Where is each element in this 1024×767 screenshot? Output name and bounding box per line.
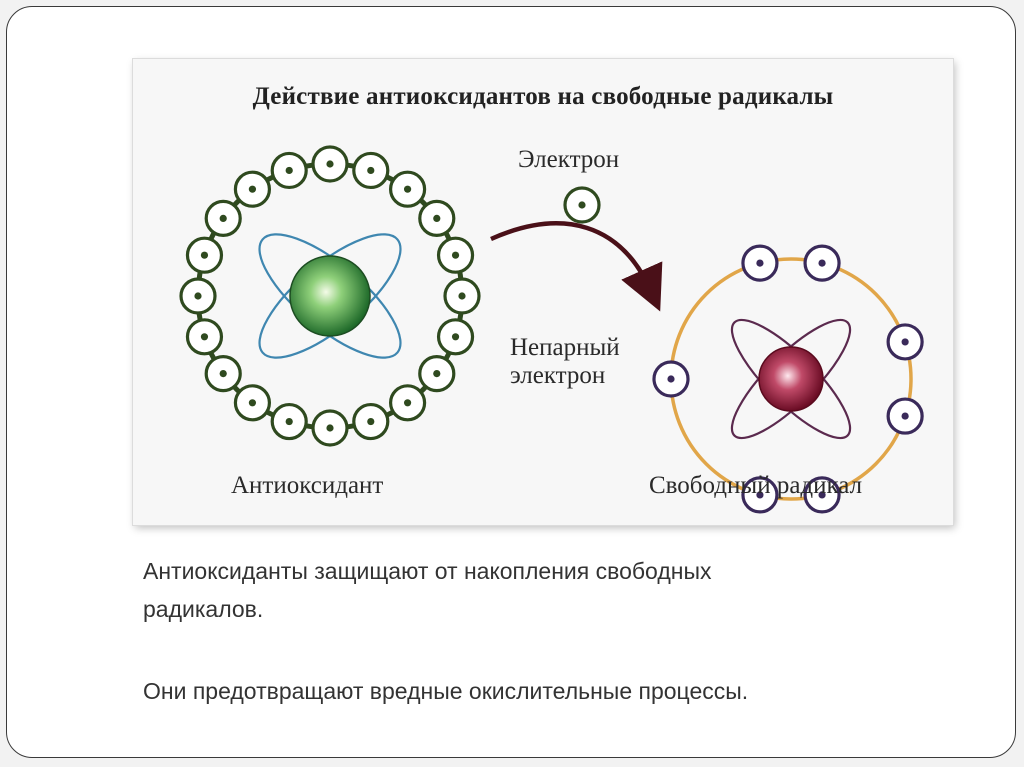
- antioxidant-electron: [185, 236, 224, 274]
- radical-electrons: [652, 244, 924, 514]
- electron-label: Электрон: [518, 146, 620, 173]
- transfer-arrow: [490, 221, 663, 312]
- radical-electron: [886, 397, 924, 435]
- unpaired-electron-label-line1: Непарный: [510, 334, 620, 361]
- antioxidant-electron: [436, 236, 475, 274]
- radical-nucleus: [758, 346, 824, 412]
- radical-electron: [803, 244, 841, 282]
- unpaired-electron-label-line2: электрон: [510, 362, 606, 389]
- antioxidant-electron: [311, 409, 349, 447]
- antioxidant-electron: [185, 318, 224, 356]
- antioxidant-electron: [204, 354, 242, 393]
- lone-electron: [563, 186, 601, 224]
- radical-electron: [741, 476, 779, 514]
- radical-electron: [886, 323, 924, 361]
- antioxidant-electron: [388, 384, 427, 422]
- unpaired-electron: [652, 360, 690, 398]
- antioxidant-electron: [311, 145, 349, 183]
- antioxidant-electron: [436, 318, 475, 356]
- diagram-canvas: [179, 145, 924, 514]
- antioxidant-label: Антиоксидант: [231, 472, 384, 499]
- slide: Действие антиоксидантов на свободные рад…: [6, 6, 1016, 758]
- radical-electron: [803, 476, 841, 514]
- caption-line-3: Они предотвращают вредные окислительные …: [143, 678, 749, 704]
- antioxidant-electron: [270, 402, 308, 441]
- antioxidant-electrons: [179, 145, 481, 447]
- free-radical-label: Свободный радикал: [649, 472, 863, 499]
- antioxidant-atom: [179, 145, 481, 447]
- antioxidant-electron: [443, 277, 481, 315]
- antioxidant-electron: [352, 402, 390, 441]
- antioxidant-electron: [233, 170, 272, 208]
- antioxidant-electron: [204, 199, 242, 238]
- antioxidant-nucleus: [289, 255, 371, 337]
- free-radical-atom: [652, 244, 924, 514]
- antioxidant-electron: [352, 151, 390, 190]
- antioxidant-electron: [388, 170, 427, 208]
- radical-electron: [741, 244, 779, 282]
- antioxidant-electron: [233, 384, 272, 422]
- caption-line-2: радикалов.: [143, 596, 264, 622]
- antioxidant-electron: [418, 354, 456, 393]
- caption-line-1: Антиоксиданты защищают от накопления сво…: [143, 558, 712, 584]
- antioxidant-electron: [418, 199, 456, 238]
- figure-title: Действие антиоксидантов на свободные рад…: [252, 83, 834, 110]
- antioxidant-electron: [179, 277, 217, 315]
- antioxidant-electron: [270, 151, 308, 190]
- diagram-figure: Действие антиоксидантов на свободные рад…: [133, 59, 953, 525]
